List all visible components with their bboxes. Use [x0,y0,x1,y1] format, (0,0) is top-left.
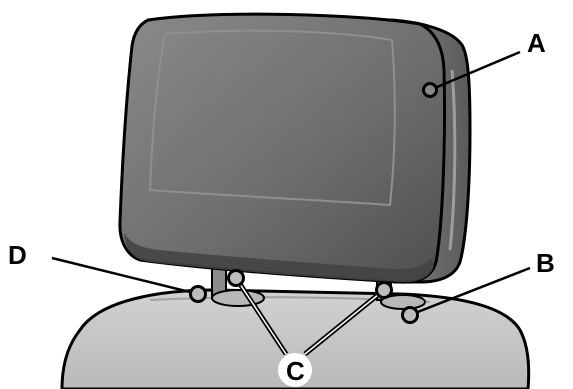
callout-label-a: A [527,28,546,58]
callout-label-d: D [8,240,27,270]
callout-label-b: B [536,248,555,278]
callout-c-backdrop [278,353,312,387]
leader-line-a [429,50,521,92]
headrest [118,12,472,284]
leader-lines [51,50,531,356]
callout-labels: A B D C [8,28,555,387]
callout-label-c: C [286,356,305,386]
leader-line-d [51,256,199,296]
leader-line-b [409,266,531,317]
